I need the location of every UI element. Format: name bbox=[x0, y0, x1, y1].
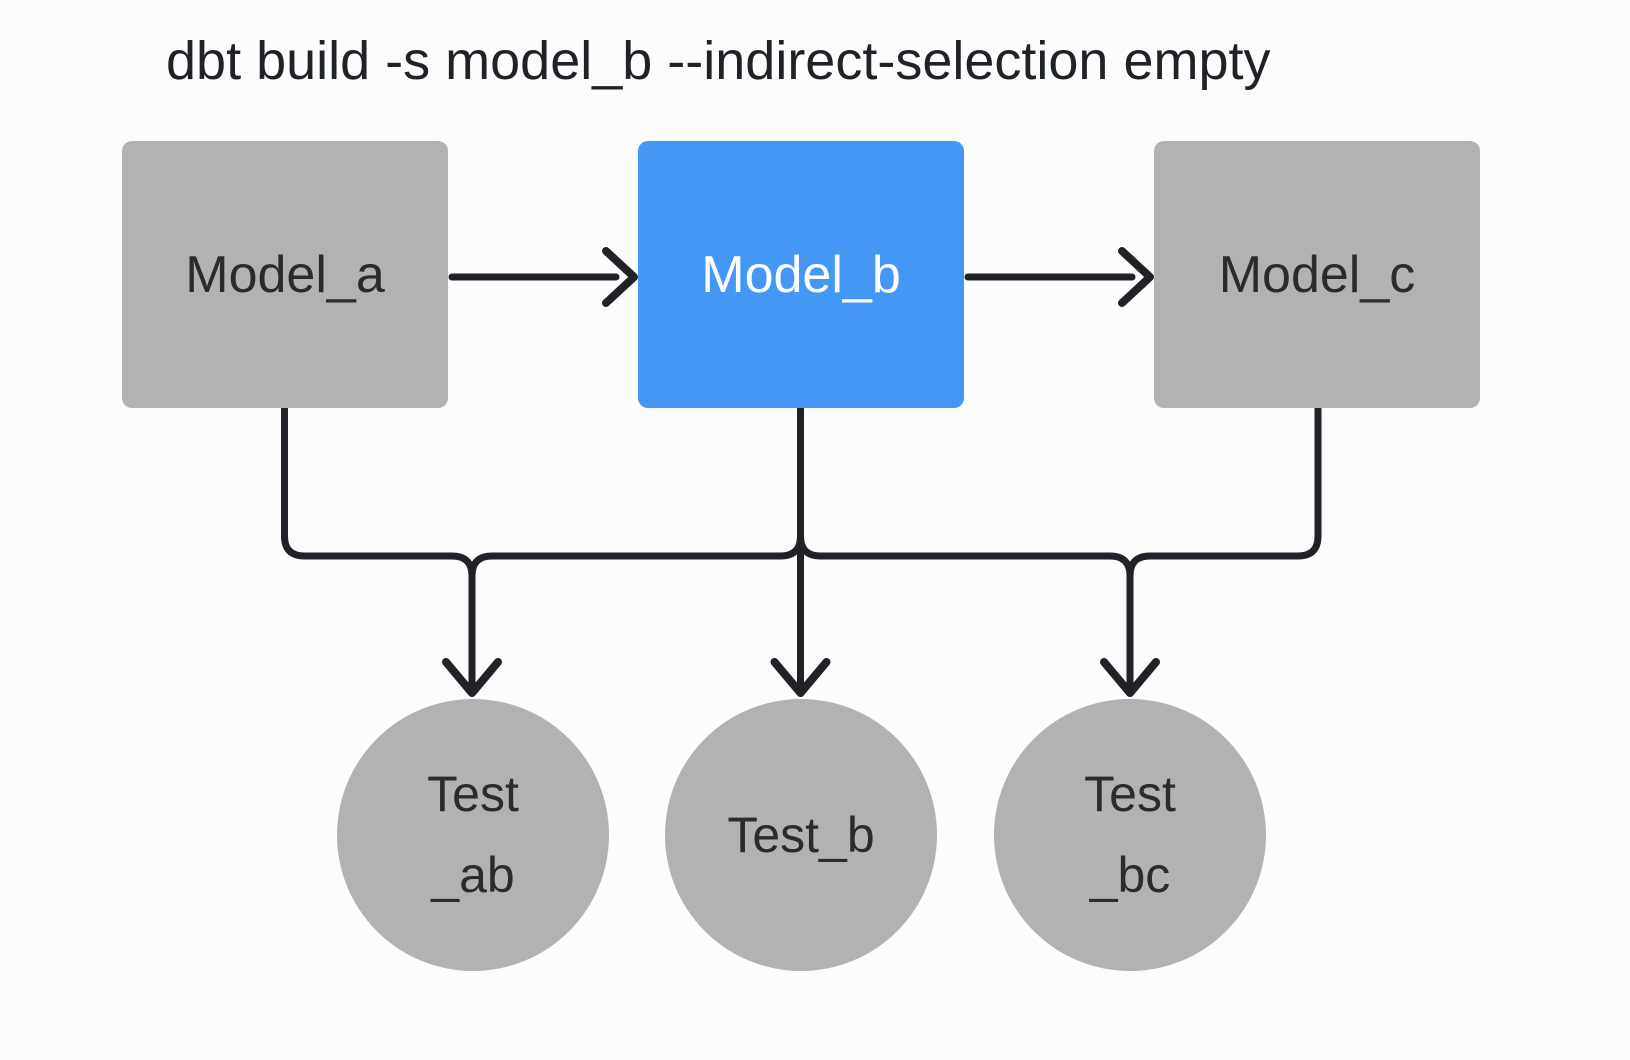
arrowhead-test_ab-top bbox=[442, 658, 502, 697]
edge-model_b-test_bc bbox=[797, 402, 1134, 692]
node-test-bc-label-line2: _bc bbox=[1089, 847, 1171, 903]
node-test-b-label: Test_b bbox=[727, 806, 875, 863]
edge-model_a-test_ab bbox=[281, 402, 476, 692]
node-test-bc: Test _bc bbox=[994, 699, 1266, 971]
edge-model_c-test_bc bbox=[1126, 402, 1322, 692]
arrowhead-test_bc-top bbox=[1100, 658, 1160, 697]
node-test-b: Test_b bbox=[665, 699, 937, 971]
node-test-ab-label-line2: _ab bbox=[431, 847, 515, 903]
node-test-ab-label-line1: Test bbox=[427, 766, 519, 822]
arrowhead-model_c-left bbox=[1118, 247, 1154, 307]
node-model-c-label: Model_c bbox=[1218, 245, 1416, 304]
node-test-ab: Test _ab bbox=[337, 699, 609, 971]
node-model-b-label: Model_b bbox=[701, 245, 901, 304]
node-model-c: Model_c bbox=[1154, 141, 1480, 408]
arrowhead-test_b-top bbox=[770, 658, 831, 697]
node-test-bc-label-line1: Test bbox=[1084, 766, 1176, 822]
node-model-a-label: Model_a bbox=[185, 245, 385, 304]
node-model-b-selected: Model_b bbox=[638, 141, 964, 408]
node-model-a: Model_a bbox=[122, 141, 448, 408]
diagram-title: dbt build -s model_b --indirect-selectio… bbox=[166, 31, 1271, 91]
edge-model_b-test_ab bbox=[468, 402, 804, 692]
arrowhead-model_b-left bbox=[602, 247, 638, 307]
